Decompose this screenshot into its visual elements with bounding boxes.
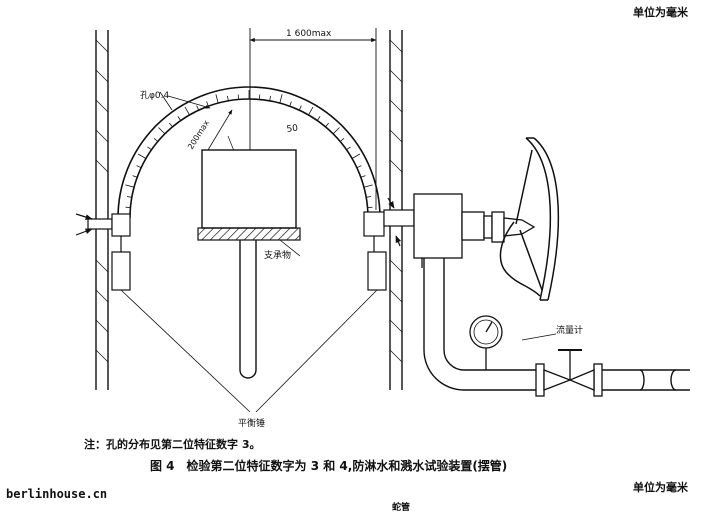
tube-tick [270,96,271,101]
support-plate [198,228,300,240]
cut-off-text: 蛇管 [392,500,410,513]
right-pivot [364,198,414,290]
drive-housing [414,194,534,268]
counterweight-label: 平衡锤 [238,417,265,429]
tube-tick [169,123,172,127]
tube-tick [185,107,190,115]
support-label: 支承物 [264,249,291,261]
tube-tick [178,116,181,120]
tube-tick [340,138,344,141]
tube-tick [228,96,229,101]
flowmeter-label: 流量计 [556,324,583,336]
tube-tick [299,106,301,111]
tube-tick [127,197,132,198]
tube-tick [309,107,314,115]
tube-tick [137,166,142,168]
flowmeter [470,316,502,370]
tube-tick [147,147,151,150]
tube-tick [361,176,366,178]
tube-tick [352,154,360,159]
tube-tick [154,138,158,141]
tube-tick [357,166,362,168]
tube-tick [159,128,165,134]
tube-tick [333,128,339,134]
site-watermark: berlinhouse.cn [6,487,107,501]
left-pivot [76,214,130,290]
tube-tick [138,154,146,159]
tube-tick [207,102,209,107]
radius-dimension-line [208,110,232,150]
tube-tick [290,102,292,107]
counterweight-leaders [121,290,377,412]
figure-caption: 图 4 检验第二位特征数字为 3 和 4,防淋水和溅水试验装置(摆管) [150,457,507,474]
left-wall [96,30,108,390]
tube-tick [133,176,138,178]
scale-mark-50: 50 [286,123,299,135]
valve [536,350,602,396]
figure-note: 注：孔的分布见第二位特征数字 3。 [84,436,260,452]
water-pipe [424,258,690,390]
unit-label-bottom: 单位为毫米 [633,479,688,495]
tube-tick [317,116,320,120]
flowmeter-leader [522,334,556,340]
support-rod [240,240,256,378]
tube-tick [216,94,218,103]
width-dimension-label: 1 600max [286,29,332,39]
tube-tick [326,123,329,127]
tube-tick [197,106,199,111]
tube-tick [125,185,134,187]
tube-tick [366,197,371,198]
tube-tick [347,147,351,150]
test-specimen [202,150,296,228]
tube-tick [364,185,373,187]
tube-tick [280,94,282,103]
hole-leader [168,96,210,108]
radius-label: 200max [186,118,211,151]
